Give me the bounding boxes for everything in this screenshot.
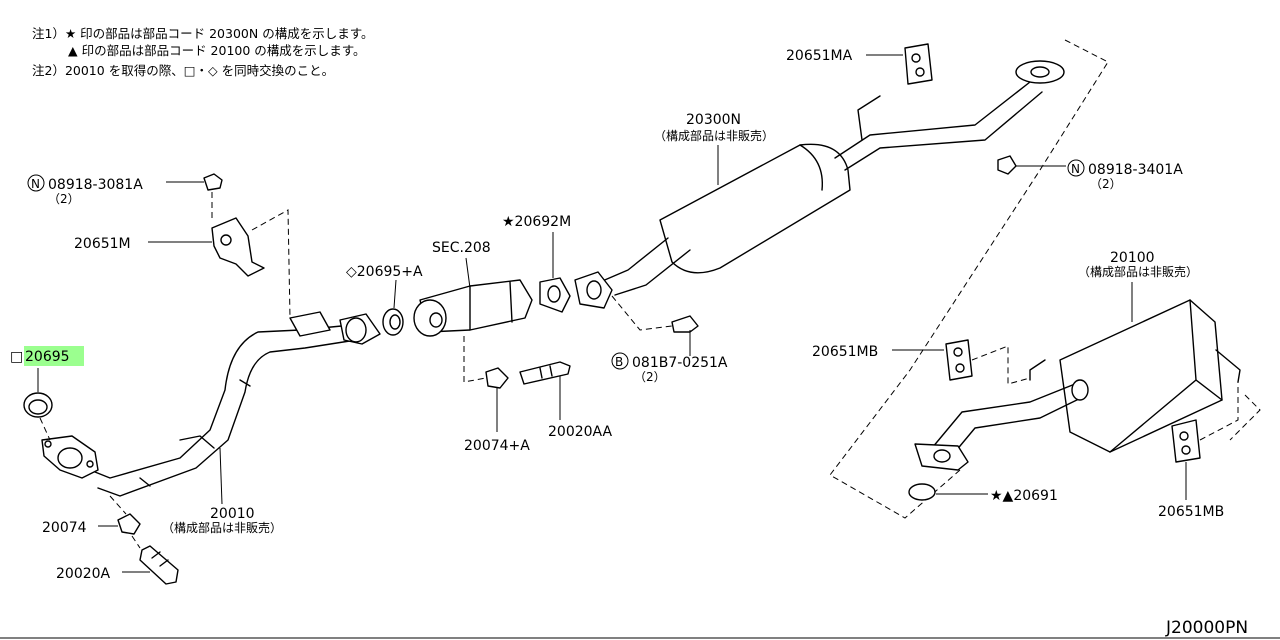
- label-08918-3081A-qty: （2）: [48, 192, 80, 206]
- hanger-20651MB-right[interactable]: [1171, 419, 1201, 463]
- label-20692M: ★20692M: [502, 214, 571, 230]
- circle-N-icon: [1067, 159, 1085, 177]
- gasket-20695[interactable]: [23, 392, 53, 418]
- circle-N-icon: [27, 174, 45, 192]
- label-20651MA: 20651MA: [786, 48, 853, 64]
- nut-08918-3081A[interactable]: [203, 173, 223, 191]
- label-sec208: SEC.208: [432, 240, 491, 256]
- label-20695[interactable]: 20695: [25, 349, 70, 365]
- hanger-20651M[interactable]: [211, 217, 265, 277]
- label-20010-sub: （構成部品は非販売）: [162, 520, 282, 535]
- circle-B-icon: [611, 352, 629, 370]
- circle-N-text-right: N: [1071, 162, 1080, 176]
- circle-N-text-left: N: [31, 177, 40, 191]
- gasket-20691[interactable]: [908, 483, 936, 501]
- label-20074A: 20074+A: [464, 438, 530, 454]
- front-pipe-20010[interactable]: [41, 311, 381, 497]
- label-20300N: 20300N: [686, 112, 741, 128]
- label-081B7-0251A-qty: （2）: [634, 370, 666, 384]
- hanger-20651MA[interactable]: [904, 43, 933, 85]
- label-20695A: ◇20695+A: [346, 264, 423, 280]
- label-20020AA: 20020AA: [548, 424, 613, 440]
- label-20651M: 20651M: [74, 236, 131, 252]
- label-20691: ★▲20691: [990, 488, 1058, 504]
- center-muffler-20300N[interactable]: [599, 60, 1065, 296]
- rear-muffler-20100[interactable]: [914, 299, 1241, 471]
- label-20651MB-right: 20651MB: [1158, 504, 1224, 520]
- label-20100: 20100: [1110, 250, 1155, 266]
- nut-08918-3401A[interactable]: [997, 155, 1017, 175]
- hanger-20651MB-left[interactable]: [945, 339, 973, 381]
- diagram-code: J20000PN: [1165, 618, 1248, 638]
- label-20651MB-left: 20651MB: [812, 344, 878, 360]
- stud-20020AA[interactable]: [519, 361, 571, 385]
- highlight-20695: [24, 346, 84, 366]
- label-08918-3081A: 08918-3081A: [48, 177, 143, 193]
- label-081B7-0251A: 081B7-0251A: [632, 355, 728, 371]
- label-20010: 20010: [210, 506, 255, 522]
- label-20020A: 20020A: [56, 566, 111, 582]
- label-20100-sub: （構成部品は非販売）: [1078, 264, 1198, 279]
- note-line-2: ▲ 印の部品は部品コード 20100 の構成を示します。: [68, 43, 366, 58]
- nut-20074A[interactable]: [485, 367, 509, 389]
- nut-20074[interactable]: [117, 513, 141, 535]
- rear-section-boundary: [829, 39, 1261, 519]
- bolt-081B7-0251A[interactable]: [671, 315, 699, 333]
- label-08918-3401A: 08918-3401A: [1088, 162, 1183, 178]
- flange-20692M[interactable]: [539, 271, 613, 313]
- gasket-20695A[interactable]: [382, 308, 404, 336]
- catalyst-sec208[interactable]: [413, 279, 533, 337]
- note-line-1: 注1）★ 印の部品は部品コード 20300N の構成を示します。: [32, 26, 373, 41]
- note-line-3: 注2）20010 を取得の際、□・◇ を同時交換のこと。: [32, 63, 334, 78]
- label-20074: 20074: [42, 520, 87, 536]
- circle-B-text: B: [615, 355, 623, 369]
- label-20300N-sub: （構成部品は非販売）: [654, 128, 774, 143]
- sensor-20020A[interactable]: [139, 545, 179, 585]
- label-08918-3401A-qty: （2）: [1090, 177, 1122, 191]
- label-20695-prefix: □: [10, 349, 23, 365]
